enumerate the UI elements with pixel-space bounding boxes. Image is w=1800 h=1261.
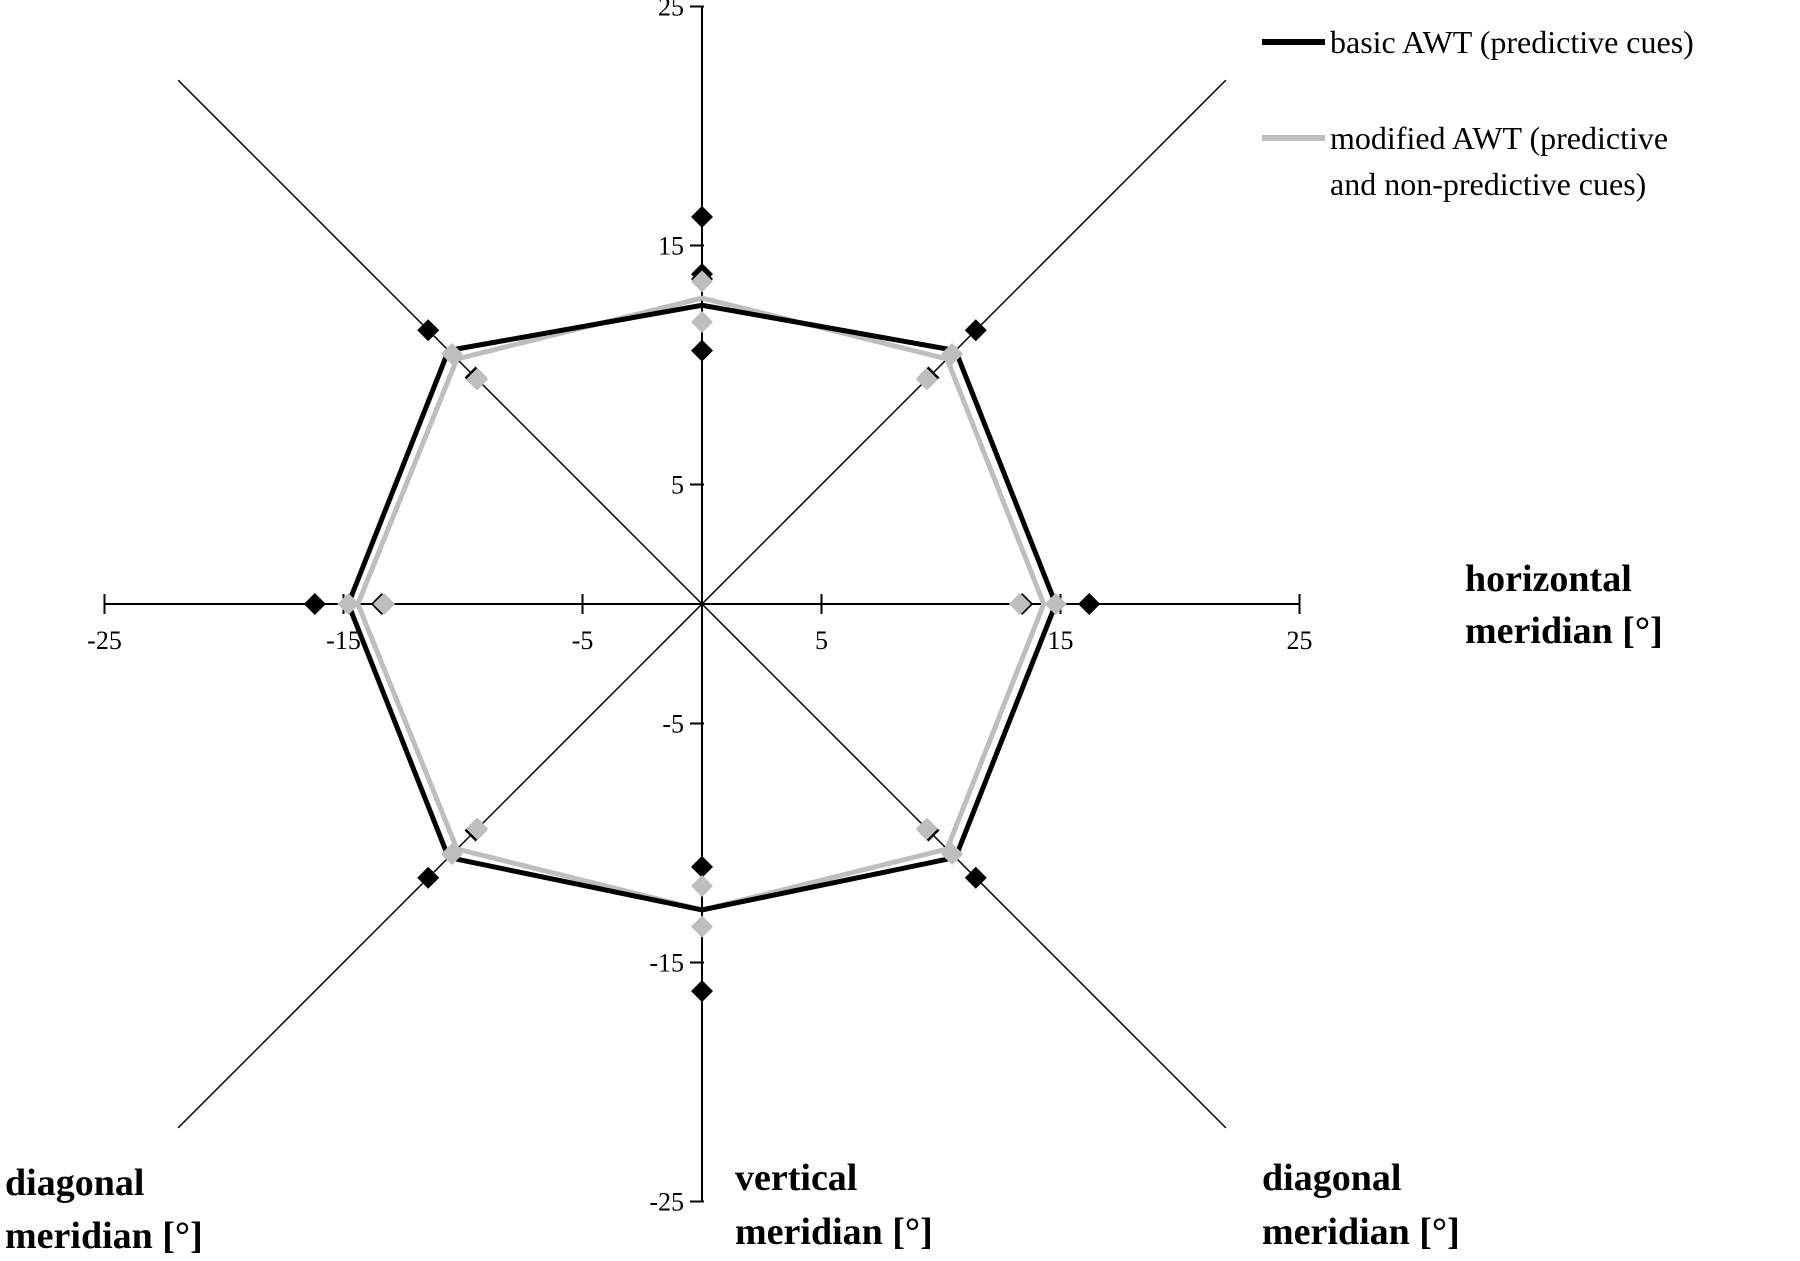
marker-basic <box>964 319 987 342</box>
legend-label-modified-line1: modified AWT (predictive <box>1330 120 1668 156</box>
marker-modified <box>337 593 360 615</box>
marker-modified <box>915 817 938 840</box>
vertical-meridian-label-line2: meridian [°] <box>735 1211 933 1253</box>
horizontal-meridian-label-line1: horizontal <box>1465 558 1632 600</box>
y-tick-label: -25 <box>649 1188 684 1217</box>
marker-modified <box>941 342 964 365</box>
marker-basic <box>691 980 713 1003</box>
marker-modified <box>941 843 964 866</box>
marker-modified <box>691 915 713 938</box>
marker-modified <box>691 875 713 898</box>
diagonal-axis-sw <box>177 603 703 1129</box>
x-tick-label: 5 <box>815 626 828 655</box>
marker-modified <box>466 368 489 391</box>
marker-basic <box>1078 593 1101 615</box>
y-tick-label: 5 <box>671 471 684 500</box>
diagonal-axis-nw <box>177 79 703 605</box>
marker-layer <box>303 205 1101 1003</box>
diagonal-meridian-left-label-line1: diagonal <box>5 1162 144 1204</box>
marker-modified <box>691 270 713 293</box>
legend: basic AWT (predictive cues) modified AWT… <box>1262 24 1694 202</box>
marker-basic <box>691 339 713 362</box>
diagonal-meridian-left-label-line2: meridian [°] <box>5 1215 203 1257</box>
axes-layer <box>103 5 1301 1203</box>
marker-basic <box>417 866 440 889</box>
marker-modified <box>440 843 463 866</box>
marker-basic <box>417 319 440 342</box>
y-tick-label: 25 <box>658 0 684 22</box>
marker-modified <box>466 817 489 840</box>
y-tick-label: -5 <box>662 710 684 739</box>
x-tick-label: -5 <box>572 626 594 655</box>
marker-basic <box>964 866 987 889</box>
vertical-meridian-label-line1: vertical <box>735 1157 857 1199</box>
marker-modified <box>915 368 938 391</box>
x-tick-label: -15 <box>326 626 361 655</box>
marker-modified <box>1008 593 1031 615</box>
y-tick-label: -15 <box>649 949 684 978</box>
marker-basic <box>303 593 326 615</box>
marker-modified <box>440 342 463 365</box>
x-tick-label: -25 <box>87 626 122 655</box>
marker-modified <box>691 310 713 333</box>
legend-label-modified-line2: and non-predictive cues) <box>1330 166 1646 202</box>
tick-label-layer: -25 -25 -15 -15 -5 -5 5 5 15 15 25 25 <box>87 0 1312 1217</box>
diagonal-meridian-right-label-line1: diagonal <box>1262 1157 1401 1199</box>
y-tick-label: 15 <box>658 232 684 261</box>
diagonal-meridian-right-label-line2: meridian [°] <box>1262 1211 1460 1253</box>
marker-basic <box>691 855 713 878</box>
diagonal-axis-ne <box>701 79 1227 605</box>
marker-modified <box>373 593 396 615</box>
x-tick-label: 25 <box>1287 626 1313 655</box>
x-tick-label: 15 <box>1048 626 1074 655</box>
marker-modified <box>1044 593 1067 615</box>
diagonal-axis-se <box>701 603 1227 1129</box>
horizontal-meridian-label-line2: meridian [°] <box>1465 610 1663 652</box>
marker-basic <box>691 205 713 228</box>
legend-label-basic: basic AWT (predictive cues) <box>1330 24 1694 60</box>
